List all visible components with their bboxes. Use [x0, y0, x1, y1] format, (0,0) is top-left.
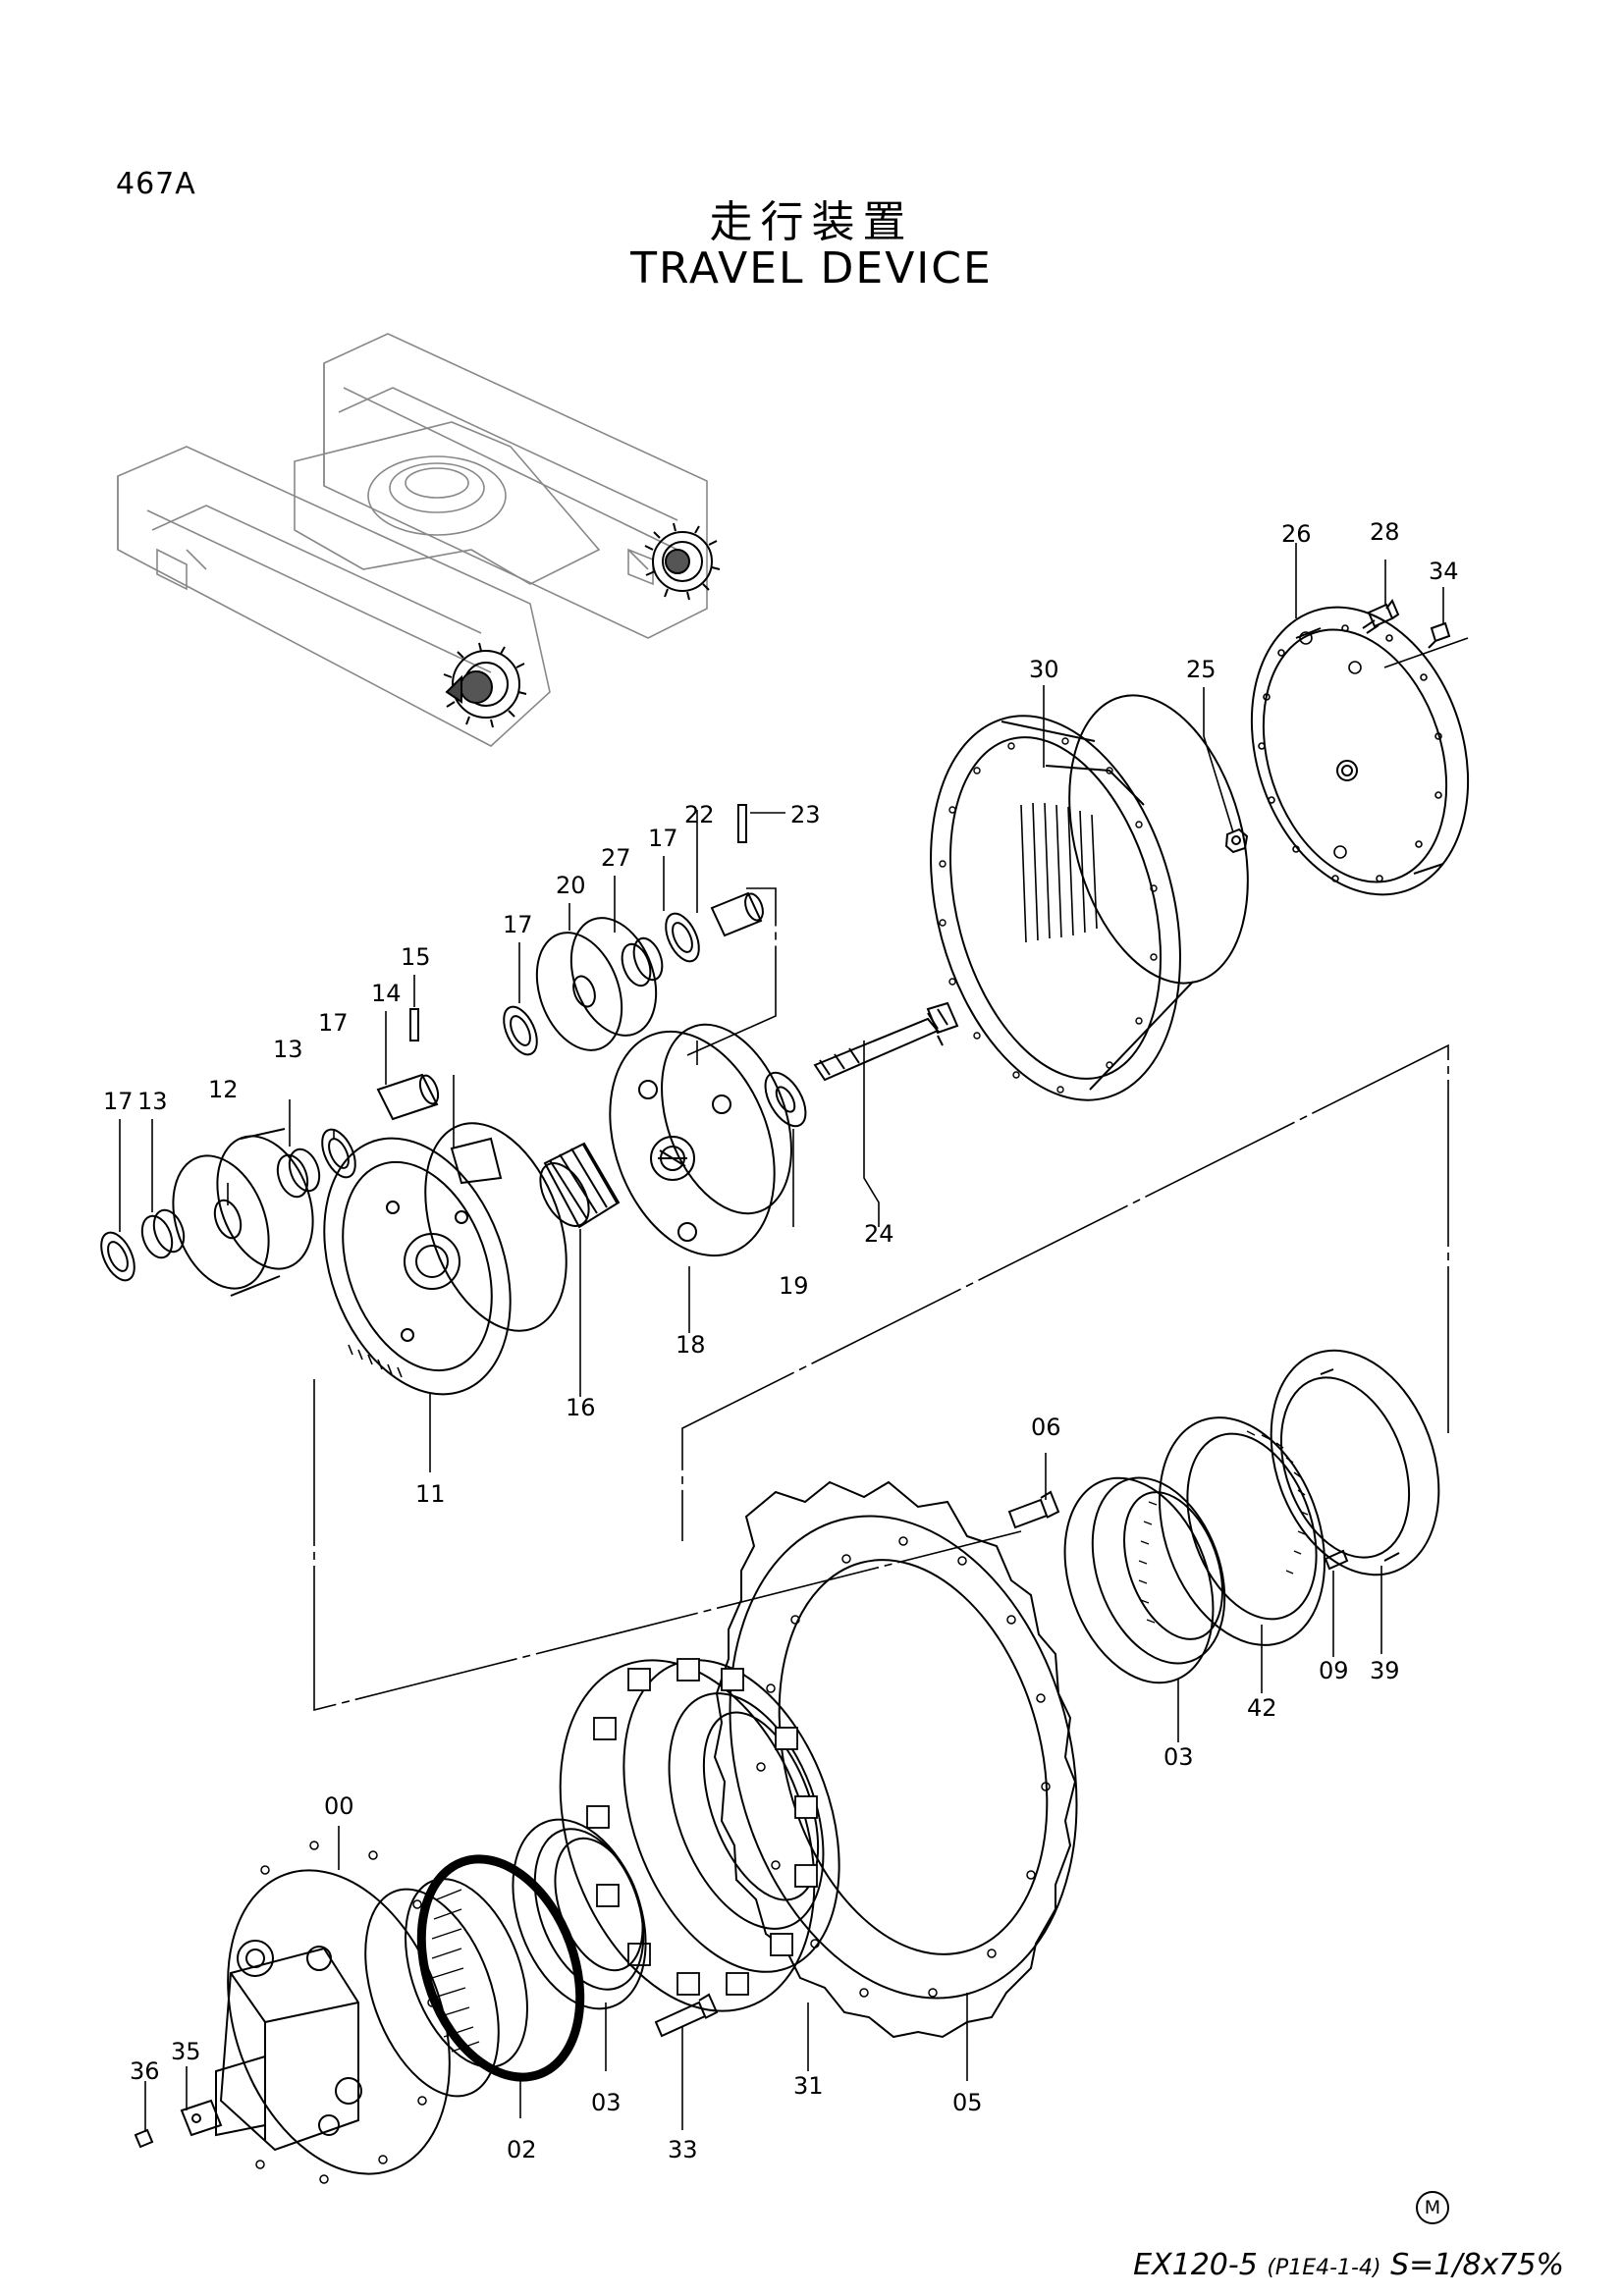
- page-code: 467A: [116, 167, 196, 201]
- callout-22: 22: [684, 801, 715, 828]
- part-13-bearing-b: [276, 1148, 321, 1199]
- assembly-lines: [313, 637, 1469, 1712]
- callout-17d: 17: [648, 825, 678, 852]
- part-31-hub: [559, 1658, 840, 2012]
- callout-00: 00: [324, 1792, 354, 1820]
- callout-30: 30: [1029, 656, 1059, 683]
- part-34-plug: [1428, 621, 1451, 649]
- callout-26: 26: [1281, 520, 1312, 548]
- part-42-ring-gear: [1158, 1416, 1326, 1646]
- part-02-o-ring: [416, 1854, 585, 2082]
- callout-19: 19: [779, 1272, 809, 1300]
- leader-lines: [119, 543, 1444, 2132]
- callout-27: 27: [601, 844, 631, 872]
- part-22-shaft: [710, 891, 764, 937]
- part-24-shaft: [813, 1001, 959, 1082]
- part-06-bolt: [1007, 1490, 1060, 1529]
- callout-05: 05: [952, 2089, 983, 2116]
- callout-36: 36: [130, 2057, 160, 2085]
- part-03-seal-upper: [1063, 1476, 1226, 1684]
- callout-34: 34: [1429, 558, 1459, 585]
- part-17-washer-d: [665, 912, 700, 963]
- callout-14: 14: [371, 980, 402, 1007]
- callout-06: 06: [1031, 1414, 1061, 1441]
- part-13-bearing-a: [140, 1208, 186, 1259]
- callout-23: 23: [790, 801, 821, 828]
- part-26-cover: [1250, 606, 1470, 896]
- part-17-washer-c: [503, 1005, 538, 1056]
- title-english: TRAVEL DEVICE: [630, 243, 993, 294]
- callout-09: 09: [1319, 1657, 1349, 1684]
- part-14-shaft: [376, 1073, 440, 1121]
- part-17-washer-a: [100, 1231, 135, 1282]
- footer-model: EX120-5: [1133, 2248, 1258, 2282]
- part-28-bolt: [1362, 599, 1400, 634]
- callout-42: 42: [1247, 1694, 1277, 1722]
- m-mark-icon: M: [1416, 2191, 1449, 2224]
- footer-ref: (P1E4-1-4): [1267, 2256, 1381, 2280]
- part-23-pin: [737, 804, 747, 843]
- part-09-pin: [1324, 1549, 1349, 1571]
- overview-sprocket-rear: [644, 522, 721, 601]
- callout-20: 20: [556, 872, 586, 899]
- callout-16: 16: [566, 1394, 596, 1421]
- part-20-planet-gear: [535, 917, 658, 1051]
- callout-12: 12: [208, 1076, 239, 1103]
- footer-model-info: EX120-5 (P1E4-1-4) S=1/8x75%: [1133, 2248, 1564, 2282]
- callout-17c: 17: [503, 911, 533, 938]
- callout-labels: 26 28 34 30 25 22 23 17 27 20 17 15 14 1…: [103, 518, 1459, 2163]
- footer-scale: S=1/8x75%: [1390, 2248, 1564, 2282]
- part-17-washer-b: [321, 1128, 356, 1179]
- callout-15: 15: [401, 943, 431, 971]
- part-00-travel-motor: [215, 1841, 528, 2184]
- callout-13b: 13: [273, 1036, 303, 1063]
- callout-18: 18: [676, 1331, 706, 1359]
- part-18-carrier: [609, 1023, 792, 1257]
- part-35-plate: [180, 2099, 223, 2137]
- callout-03b: 03: [591, 2089, 622, 2116]
- callout-24: 24: [864, 1220, 894, 1248]
- part-11-carrier: [323, 1122, 568, 1396]
- callout-13a: 13: [137, 1088, 168, 1115]
- callout-39: 39: [1370, 1657, 1400, 1684]
- part-16-sun-gear: [539, 1142, 621, 1229]
- undercarriage-overview: [117, 333, 708, 747]
- callout-25: 25: [1186, 656, 1217, 683]
- part-27-bearing: [621, 936, 664, 988]
- callout-35: 35: [171, 2038, 201, 2065]
- overview-sprocket-front: [443, 642, 527, 728]
- callout-33: 33: [668, 2136, 698, 2163]
- part-30-housing: [930, 694, 1249, 1101]
- part-39-flange: [1270, 1349, 1440, 1576]
- title-japanese: 走行装置: [709, 197, 914, 247]
- callout-11: 11: [415, 1480, 446, 1508]
- callout-17a: 17: [103, 1088, 134, 1115]
- callout-17b: 17: [318, 1009, 349, 1037]
- part-33-bolt: [654, 1993, 719, 2038]
- callout-02: 02: [507, 2136, 537, 2163]
- part-15-pin: [409, 1008, 419, 1041]
- part-36-screw: [134, 2128, 154, 2149]
- callout-03a: 03: [1163, 1743, 1194, 1771]
- callout-31: 31: [793, 2072, 824, 2100]
- callout-28: 28: [1370, 518, 1400, 546]
